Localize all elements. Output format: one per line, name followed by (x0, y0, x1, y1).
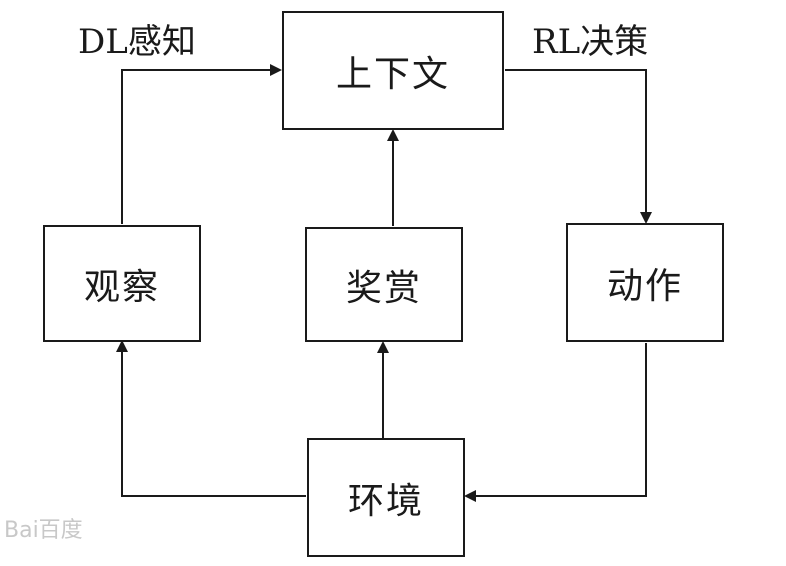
node-environment: 环境 (307, 438, 465, 557)
label-rl-decision: RL决策 (532, 22, 649, 62)
node-context: 上下文 (282, 11, 504, 130)
edge-environment-to-observation (116, 340, 306, 497)
label-dl-perception: DL感知 (78, 22, 196, 62)
node-observation: 观察 (43, 225, 201, 342)
edge-observation-to-context (121, 64, 282, 224)
node-action: 动作 (566, 223, 724, 342)
node-reward: 奖赏 (305, 227, 463, 342)
watermark: Bai百度 (4, 518, 83, 543)
edge-context-to-action (505, 69, 652, 224)
edge-action-to-environment (464, 343, 647, 502)
